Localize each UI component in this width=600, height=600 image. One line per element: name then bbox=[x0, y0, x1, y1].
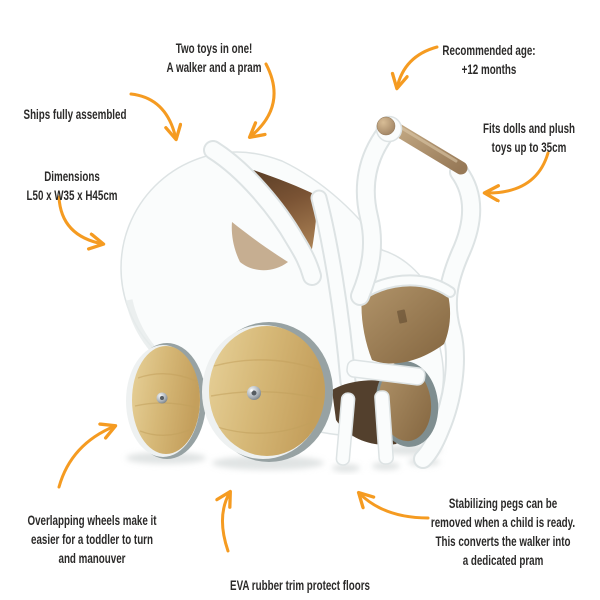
ships-assembled-arrow-icon bbox=[129, 92, 176, 139]
handle-knob bbox=[375, 115, 403, 143]
bed-shadow bbox=[231, 222, 288, 271]
callout-arrows bbox=[57, 45, 550, 553]
fits-dolls-arrow-icon bbox=[485, 151, 550, 193]
annotation-eva-trim: EVA rubber trim protect floors bbox=[200, 557, 400, 595]
annotation-overlapping-wheels-text: Overlapping wheels make it easier for a … bbox=[27, 512, 157, 566]
handle-frame-front bbox=[350, 121, 397, 306]
annotation-fits-dolls: Fits dolls and plush toys up to 35cm bbox=[463, 100, 594, 157]
annotation-two-toys-text: Two toys in one! A walker and a pram bbox=[166, 40, 262, 75]
annotation-dimensions-text: Dimensions L50 x W35 x H45cm bbox=[26, 168, 118, 203]
recommended-age-arrow-icon bbox=[397, 45, 439, 88]
annotation-stabilizing-pegs: Stabilizing pegs can be removed when a c… bbox=[400, 475, 600, 570]
bed-back-edge bbox=[310, 189, 357, 391]
brand-stamp bbox=[397, 309, 408, 324]
annotation-dimensions: Dimensions L50 x W35 x H45cm bbox=[7, 148, 137, 205]
two-toys-arrow-icon bbox=[250, 62, 276, 137]
annotation-two-toys: Two toys in one! A walker and a pram bbox=[146, 20, 282, 77]
peg-support-bar bbox=[346, 359, 426, 386]
seat-back-panel bbox=[360, 274, 456, 364]
annotation-recommended-age: Recommended age: +12 months bbox=[422, 22, 555, 79]
eva-trim-arrow-icon bbox=[222, 492, 230, 553]
handle-frame-rear bbox=[413, 162, 482, 469]
annotation-overlapping-wheels: Overlapping wheels make it easier for a … bbox=[0, 492, 184, 568]
front-wheel-large bbox=[202, 322, 333, 462]
ground-shadow bbox=[126, 445, 442, 472]
handle-bar bbox=[386, 120, 468, 175]
dimensions-arrow-icon bbox=[57, 195, 103, 244]
annotation-eva-trim-text: EVA rubber trim protect floors bbox=[230, 577, 370, 593]
annotation-fits-dolls-text: Fits dolls and plush toys up to 35cm bbox=[482, 120, 576, 155]
annotation-ships-assembled-text: Ships fully assembled bbox=[23, 106, 127, 122]
stabilizing-pegs-arrow-icon bbox=[359, 493, 430, 520]
hood-rim bbox=[203, 140, 322, 286]
overlapping-wheels-arrow-icon bbox=[57, 426, 115, 489]
stabilizing-peg-1 bbox=[335, 392, 356, 466]
stabilizing-peg-2 bbox=[374, 390, 394, 465]
annotation-stabilizing-pegs-text: Stabilizing pegs can be removed when a c… bbox=[430, 495, 576, 568]
front-wheel-small bbox=[126, 343, 206, 459]
annotation-recommended-age-text: Recommended age: +12 months bbox=[442, 42, 536, 77]
annotation-ships-assembled: Ships fully assembled bbox=[1, 86, 148, 124]
